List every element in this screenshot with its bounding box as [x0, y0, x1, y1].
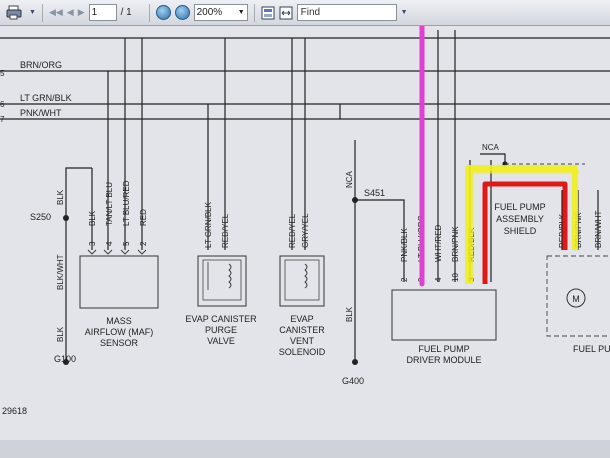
- shield-name: SHIELD: [504, 226, 537, 236]
- fpdm-name: FUEL PUMP: [418, 344, 469, 354]
- find-placeholder: Find: [300, 7, 321, 18]
- highlight-red: [482, 181, 568, 284]
- toolbar-separator: [253, 3, 255, 22]
- fpdm-nca: NCA: [345, 170, 354, 188]
- fpdm-pin-number: 2: [400, 277, 409, 282]
- page-number-input[interactable]: 1: [88, 4, 117, 21]
- maf-pin-label: TAN/LT BLU: [105, 182, 114, 226]
- diagram-number: 29618: [2, 406, 27, 416]
- fpdm-pin-number: 10: [451, 273, 460, 282]
- chevron-down-icon: ▼: [237, 9, 245, 16]
- shield-nca: NCA: [482, 143, 500, 152]
- maf-wire-label: BLK/WHT: [56, 254, 65, 290]
- edge-number: 5: [0, 69, 5, 78]
- purge-name: VALVE: [207, 336, 235, 346]
- purge-pin-label: LT GRN/BLK: [204, 201, 213, 248]
- maf-pin-label: LT BLU/RED: [122, 180, 131, 226]
- fpdm-pin-label: PNK/BLK: [400, 228, 409, 262]
- maf-name: MASS: [106, 316, 132, 326]
- fpdm-splice-label: S451: [364, 188, 385, 198]
- shield-name: FUEL PUMP: [494, 202, 545, 212]
- page-total: / 1: [120, 7, 132, 18]
- evap-vent-solenoid: RED/YEL GRY/YEL EVAP CANISTER VENT SOLEN…: [279, 213, 326, 357]
- find-input[interactable]: Find: [296, 4, 397, 21]
- purge-name: EVAP CANISTER: [185, 314, 257, 324]
- maf-name: SENSOR: [100, 338, 139, 348]
- maf-wire-label: BLK: [56, 189, 65, 205]
- evap-purge-valve: LT GRN/BLK RED/YEL EVAP CANISTER PURGE V…: [185, 201, 257, 346]
- vent-name: SOLENOID: [279, 347, 326, 357]
- fpdm-pin-label: BRN/PNK: [451, 226, 460, 262]
- vent-name: VENT: [290, 336, 315, 346]
- viewer-toolbar: ▼ ◀◀ ◀ ▶ 1 / 1 200% ▼ Find ▼: [0, 0, 610, 26]
- fpdm-name: DRIVER MODULE: [406, 355, 481, 365]
- edge-number: 7: [0, 115, 5, 124]
- vent-name: CANISTER: [279, 325, 325, 335]
- splice-dot: [352, 197, 358, 203]
- prev-page-icon[interactable]: ◀: [66, 7, 74, 17]
- purge-pin-label: RED/YEL: [221, 213, 230, 248]
- motor-symbol: M: [572, 294, 580, 304]
- fit-page-icon[interactable]: [261, 4, 275, 22]
- wire-label-brn-org: BRN/ORG: [20, 60, 62, 70]
- pump-pin-label: BRN/WHT: [594, 211, 603, 248]
- vent-name: EVAP: [290, 314, 313, 324]
- wiring-diagram: BRN/ORG LT GRN/BLK PNK/WHT 5 6 7 S250 G1…: [0, 26, 610, 458]
- wire-label-lt-grn-blk: LT GRN/BLK: [20, 93, 72, 103]
- maf-name: AIRFLOW (MAF): [85, 327, 154, 337]
- highlight-yellow: [465, 165, 578, 284]
- zoom-in-icon[interactable]: [174, 5, 190, 20]
- chevron-down-icon[interactable]: ▼: [400, 9, 408, 16]
- next-page-icon[interactable]: ▶: [77, 7, 85, 17]
- maf-pin-number: 4: [105, 241, 114, 246]
- zoom-value: 200%: [196, 7, 223, 18]
- fpdm-ground-label: G400: [342, 376, 364, 386]
- ground-dot: [63, 359, 69, 365]
- fpdm-pin-label: WHT/RED: [434, 224, 443, 262]
- coil-icon: [304, 263, 308, 289]
- highlight-yellow: [470, 170, 579, 284]
- vent-pin-label: RED/YEL: [288, 213, 297, 248]
- maf-splice-label: S250: [30, 212, 51, 222]
- first-page-icon[interactable]: ◀◀: [48, 7, 63, 17]
- maf-pin-number: 5: [122, 241, 131, 246]
- ground-dot: [352, 359, 358, 365]
- maf-ground-label: G100: [54, 354, 76, 364]
- maf-pin-label: RED: [139, 209, 148, 226]
- page-current: 1: [91, 7, 98, 18]
- pump-pin-label: BRN/PNK: [574, 212, 583, 248]
- chevron-down-icon[interactable]: ▼: [29, 9, 36, 16]
- wire-label-pnk-wht: PNK/WHT: [20, 108, 62, 118]
- horizontal-scrollbar[interactable]: [0, 440, 610, 458]
- edge-number: 6: [0, 100, 5, 109]
- splice-dot: [63, 215, 69, 221]
- pump-name: FUEL PU: [573, 344, 610, 354]
- maf-pin-label: BLK: [88, 210, 97, 226]
- toolbar-separator: [41, 3, 43, 22]
- zoom-out-icon[interactable]: [155, 5, 171, 20]
- fpdm-pin-number: 4: [434, 277, 443, 282]
- vent-pin-label: GRY/YEL: [301, 213, 310, 248]
- maf-pin-number: 3: [88, 241, 97, 246]
- motor-icon: [566, 288, 586, 308]
- print-icon[interactable]: [3, 4, 25, 22]
- purge-name: PURGE: [205, 325, 237, 335]
- maf-pin-number: 2: [139, 241, 148, 246]
- highlight-marks: [419, 26, 579, 287]
- maf-sensor: S250 G100 BLK BLK/WHT BLK BLK TAN/LT BLU…: [30, 167, 159, 365]
- fpdm-wire-label: BLK: [345, 306, 354, 322]
- shield-name: ASSEMBLY: [496, 214, 544, 224]
- maf-wire-label: BLK: [56, 326, 65, 342]
- coil-icon: [228, 263, 232, 289]
- zoom-select[interactable]: 200% ▼: [193, 4, 248, 21]
- toolbar-separator: [148, 3, 150, 22]
- fit-width-icon[interactable]: [279, 4, 293, 22]
- bus-wires: [0, 30, 610, 282]
